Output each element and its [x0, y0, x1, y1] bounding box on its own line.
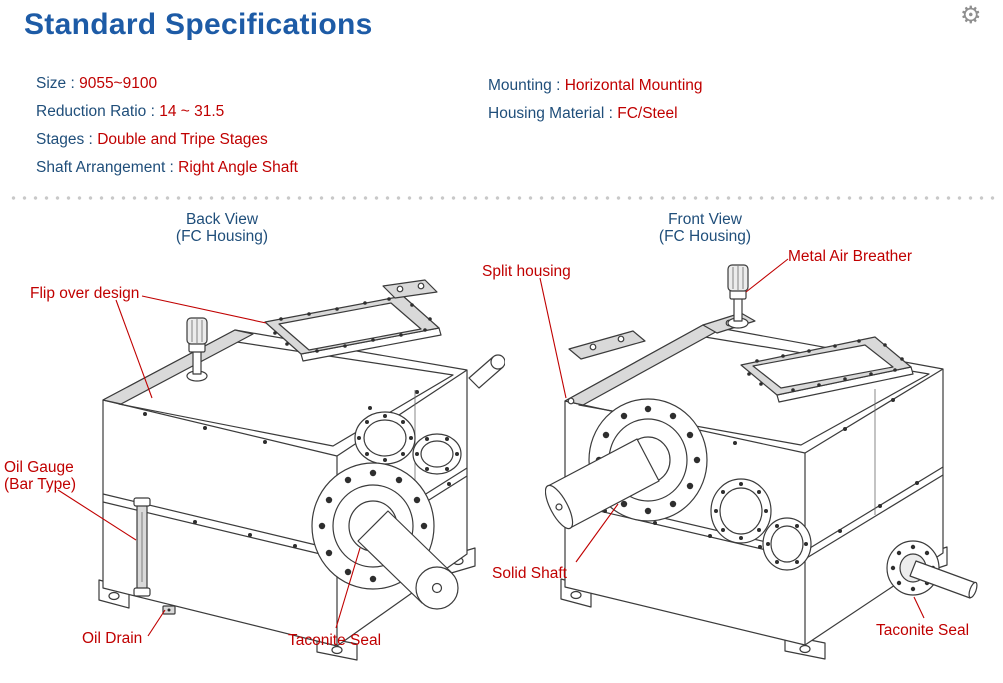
spec-list-right: Mounting : Horizontal Mounting Housing M… — [488, 72, 703, 128]
front-view-caption-line1: Front View — [668, 211, 742, 228]
back-view-caption-line1: Back View — [185, 211, 259, 228]
spec-housing-material-value: FC/Steel — [617, 105, 678, 122]
oil-gauge-bar — [133, 497, 151, 597]
spec-size: Size : 9055~9100 — [36, 70, 298, 98]
spec-mounting-value: Horizontal Mounting — [564, 77, 703, 94]
spec-housing-material: Housing Material : FC/Steel — [488, 100, 703, 128]
spec-stages-value: Double and Tripe Stages — [97, 131, 268, 148]
spec-list-left: Size : 9055~9100 Reduction Ratio : 14 ~ … — [36, 70, 298, 182]
spec-reduction-ratio-label: Reduction Ratio : — [36, 103, 160, 120]
spec-stages-label: Stages : — [36, 131, 98, 148]
oil-drain-plug — [162, 605, 176, 615]
output-shaft-back — [357, 510, 459, 610]
spec-stages: Stages : Double and Tripe Stages — [36, 126, 298, 154]
annotation-taconite-seal-back: Taconite Seal — [288, 632, 382, 649]
back-view-caption: Back View (FC Housing) — [132, 211, 312, 245]
annotation-split-housing: Split housing — [482, 263, 571, 280]
annotation-flip-over-design: Flip over design — [30, 285, 140, 302]
top-inspection-plate-front — [740, 336, 914, 403]
spec-shaft-arrangement-label: Shaft Arrangement : — [36, 159, 179, 176]
annotation-solid-shaft: Solid Shaft — [492, 565, 567, 582]
spec-housing-material-label: Housing Material : — [488, 105, 618, 122]
front-view-caption-line2: (FC Housing) — [658, 228, 752, 245]
spec-reduction-ratio: Reduction Ratio : 14 ~ 31.5 — [36, 98, 298, 126]
spec-mounting: Mounting : Horizontal Mounting — [488, 72, 703, 100]
inspection-covers-front — [710, 478, 812, 571]
inspection-covers-back — [354, 411, 462, 475]
section-divider — [8, 196, 995, 200]
front-view-drawing — [545, 264, 978, 660]
annotation-oil-gauge-line2: (Bar Type) — [4, 476, 77, 493]
spec-shaft-arrangement: Shaft Arrangement : Right Angle Shaft — [36, 154, 298, 182]
input-shaft-stub — [468, 354, 505, 389]
back-view-drawing — [98, 279, 505, 661]
page-title: Standard Specifications — [24, 8, 373, 41]
spec-shaft-arrangement-value: Right Angle Shaft — [178, 159, 298, 176]
taconite-seal-shaft-front — [886, 540, 978, 599]
air-breather-back-icon — [186, 317, 208, 382]
gear-icon: ⚙ — [960, 2, 982, 29]
back-view-caption-line2: (FC Housing) — [175, 228, 269, 245]
metal-air-breather-icon — [727, 264, 749, 329]
annotation-oil-gauge: Oil Gauge (Bar Type) — [4, 459, 76, 493]
spec-mounting-label: Mounting : — [488, 77, 565, 94]
top-inspection-plate-back — [264, 279, 442, 362]
spec-size-label: Size : — [36, 75, 80, 92]
annotation-taconite-seal-front: Taconite Seal — [876, 622, 970, 639]
annotation-oil-drain: Oil Drain — [82, 630, 143, 647]
front-view-caption: Front View (FC Housing) — [615, 211, 795, 245]
spec-reduction-ratio-value: 14 ~ 31.5 — [159, 103, 225, 120]
spec-size-value: 9055~9100 — [79, 75, 158, 92]
annotation-metal-air-breather: Metal Air Breather — [788, 248, 913, 265]
annotation-oil-gauge-line1: Oil Gauge — [4, 459, 74, 476]
